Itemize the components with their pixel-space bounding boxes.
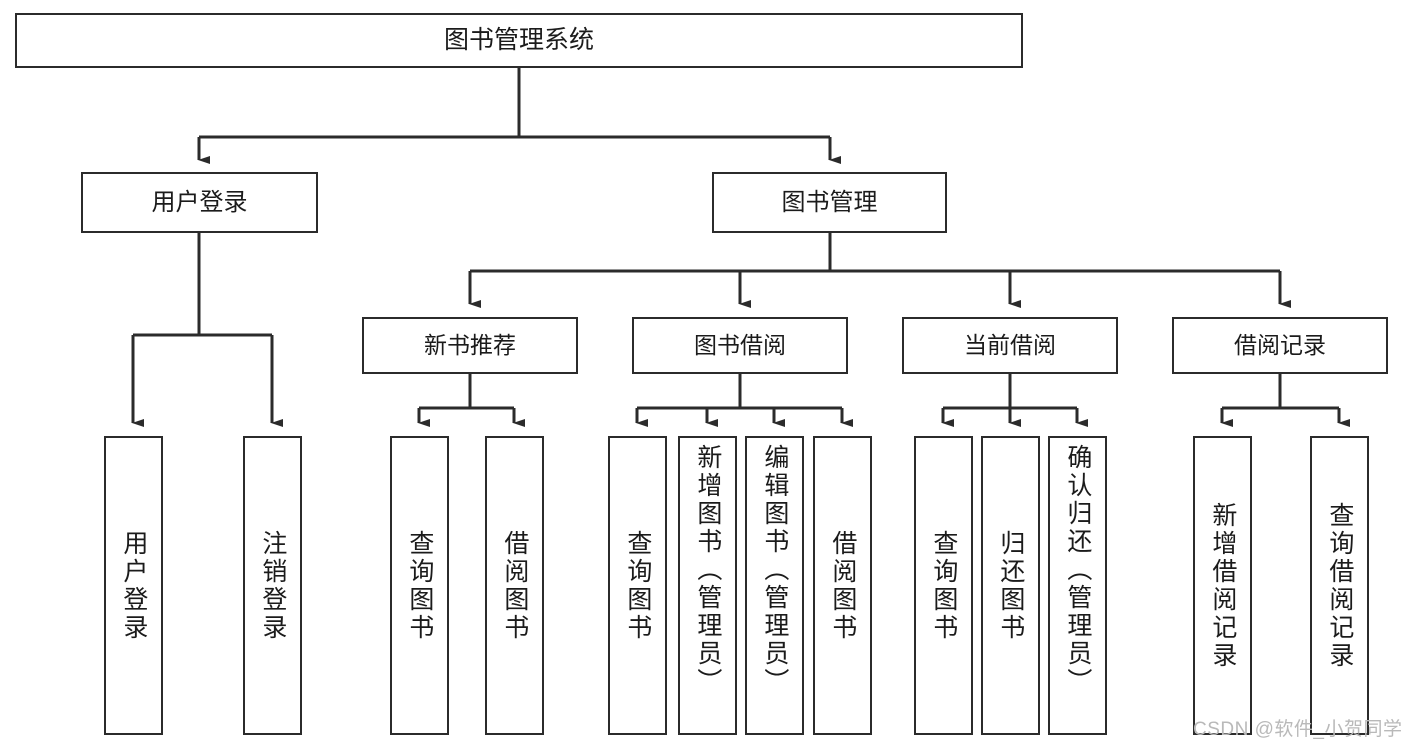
node-borrow-record[interactable]: 借阅记录 <box>1172 317 1388 374</box>
leaf-bb-borrow-book[interactable]: 借阅图书 <box>813 436 872 735</box>
node-new-book-recommend-label: 新书推荐 <box>424 332 516 359</box>
leaf-logout-label: 注销登录 <box>258 529 287 642</box>
leaf-rec-query-book-label: 查询图书 <box>405 529 434 642</box>
leaf-br-add-record[interactable]: 新增借阅记录 <box>1193 436 1252 735</box>
node-current-borrow[interactable]: 当前借阅 <box>902 317 1118 374</box>
node-book-borrow[interactable]: 图书借阅 <box>632 317 848 374</box>
node-borrow-record-label: 借阅记录 <box>1234 332 1326 359</box>
node-book-manage-label: 图书管理 <box>781 188 878 216</box>
leaf-cb-query-book-label: 查询图书 <box>929 529 958 642</box>
leaf-cb-confirm-return[interactable]: 确认归还（管理员） <box>1048 436 1107 735</box>
leaf-logout[interactable]: 注销登录 <box>243 436 302 735</box>
leaf-bb-edit-book-label: 编辑图书（管理员） <box>760 444 789 696</box>
leaf-cb-confirm-return-label: 确认归还（管理员） <box>1063 444 1092 696</box>
csdn-watermark: CSDN @软件_小贺同学 <box>1193 719 1403 740</box>
node-root[interactable]: 图书管理系统 <box>15 13 1023 68</box>
leaf-rec-borrow-book[interactable]: 借阅图书 <box>485 436 544 735</box>
leaf-user-login[interactable]: 用户登录 <box>104 436 163 735</box>
leaf-bb-borrow-book-label: 借阅图书 <box>828 529 857 642</box>
leaf-br-query-record-label: 查询借阅记录 <box>1325 501 1354 670</box>
leaf-cb-query-book[interactable]: 查询图书 <box>914 436 973 735</box>
leaf-br-query-record[interactable]: 查询借阅记录 <box>1310 436 1369 735</box>
leaf-bb-query-book[interactable]: 查询图书 <box>608 436 667 735</box>
node-new-book-recommend[interactable]: 新书推荐 <box>362 317 578 374</box>
leaf-rec-borrow-book-label: 借阅图书 <box>500 529 529 642</box>
leaf-br-add-record-label: 新增借阅记录 <box>1208 501 1237 670</box>
node-root-label: 图书管理系统 <box>443 26 594 55</box>
leaf-cb-return-book[interactable]: 归还图书 <box>981 436 1040 735</box>
leaf-rec-query-book[interactable]: 查询图书 <box>390 436 449 735</box>
leaf-bb-add-book-label: 新增图书（管理员） <box>693 444 722 696</box>
leaf-bb-add-book[interactable]: 新增图书（管理员） <box>678 436 737 735</box>
leaf-user-login-label: 用户登录 <box>119 529 148 642</box>
leaf-cb-return-book-label: 归还图书 <box>996 529 1025 642</box>
node-user-login-label: 用户登录 <box>151 188 248 216</box>
node-user-login[interactable]: 用户登录 <box>81 172 318 233</box>
node-current-borrow-label: 当前借阅 <box>964 332 1056 359</box>
node-book-borrow-label: 图书借阅 <box>694 332 786 359</box>
leaf-bb-edit-book[interactable]: 编辑图书（管理员） <box>745 436 804 735</box>
leaf-bb-query-book-label: 查询图书 <box>623 529 652 642</box>
node-book-manage[interactable]: 图书管理 <box>712 172 947 233</box>
